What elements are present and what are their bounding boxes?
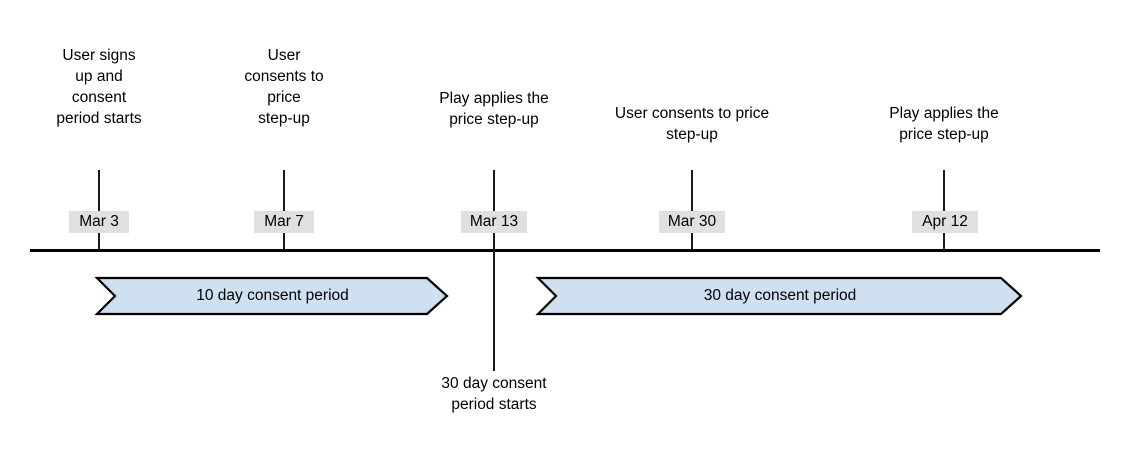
date-chip-2: Mar 7 — [254, 211, 314, 233]
period-banner-30-day: 30 day consent period — [535, 276, 1023, 316]
chevron-shape-2 — [535, 276, 1023, 316]
timeline-axis — [30, 249, 1100, 252]
event-tick-3 — [493, 170, 495, 212]
event-tick-1 — [98, 170, 100, 212]
event-tick-3-branch — [493, 233, 495, 371]
date-chip-4: Mar 30 — [659, 211, 725, 233]
event-tick-4 — [691, 170, 693, 212]
event-tick-5-lower — [943, 233, 945, 250]
event-label-3: Play applies the price step-up — [439, 90, 549, 128]
event-tick-1-lower — [98, 233, 100, 250]
date-chip-5: Apr 12 — [912, 211, 978, 233]
branch-note-label: 30 day consent period starts — [441, 375, 547, 413]
event-tick-4-lower — [691, 233, 693, 250]
period-banner-10-day: 10 day consent period — [94, 276, 449, 316]
event-tick-2 — [283, 170, 285, 212]
event-label-4: User consents to price step-up — [614, 105, 770, 143]
event-label-2: User consents to price step-up — [244, 47, 324, 127]
event-tick-2-lower — [283, 233, 285, 250]
date-chip-3: Mar 13 — [461, 211, 527, 233]
event-tick-5 — [943, 170, 945, 212]
date-chip-1: Mar 3 — [69, 211, 129, 233]
chevron-shape-1 — [94, 276, 449, 316]
event-label-1: User signs up and consent period starts — [56, 47, 142, 127]
event-label-5: Play applies the price step-up — [889, 105, 999, 143]
